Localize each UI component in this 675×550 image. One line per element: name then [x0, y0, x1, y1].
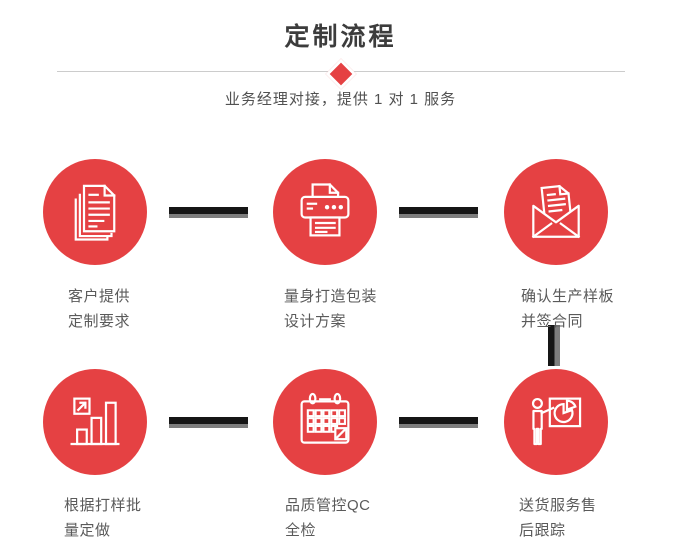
connector-step4-step5	[169, 417, 248, 428]
step-label-batch-production: 根据打样批 量定做	[64, 497, 142, 539]
connector-step3-step6	[548, 325, 560, 366]
connector-step1-step2	[169, 207, 248, 218]
connector-step2-step3	[399, 207, 478, 218]
calendar-icon	[300, 392, 350, 444]
step-circle-packaging-design	[273, 159, 377, 265]
step-label-sample-contract: 确认生产样板 并签合同	[521, 288, 615, 330]
connector-step5-step6	[399, 417, 478, 428]
envelope-icon	[531, 184, 581, 239]
step-circle-batch-production	[43, 369, 147, 475]
page-subtitle: 业务经理对接，提供 1 对 1 服务	[224, 91, 457, 108]
step-label-packaging-design: 量身打造包装 设计方案	[284, 288, 378, 330]
step-label-qc-inspection: 品质管控QC 全检	[285, 497, 371, 539]
step-label-customer-requirements: 客户提供 定制要求	[68, 288, 131, 330]
step-circle-delivery-tracking	[504, 369, 608, 475]
documents-icon	[74, 184, 116, 241]
diamond-accent-icon	[325, 58, 357, 90]
step-circle-sample-contract	[504, 159, 608, 265]
bar-chart-icon	[70, 397, 120, 446]
step-label-delivery-tracking: 送货服务售 后跟踪	[519, 497, 597, 539]
step-circle-customer-requirements	[43, 159, 147, 265]
presentation-icon	[531, 397, 582, 446]
page-title: 定制流程	[284, 23, 397, 51]
printer-icon	[300, 183, 350, 237]
step-circle-qc-inspection	[273, 369, 377, 475]
